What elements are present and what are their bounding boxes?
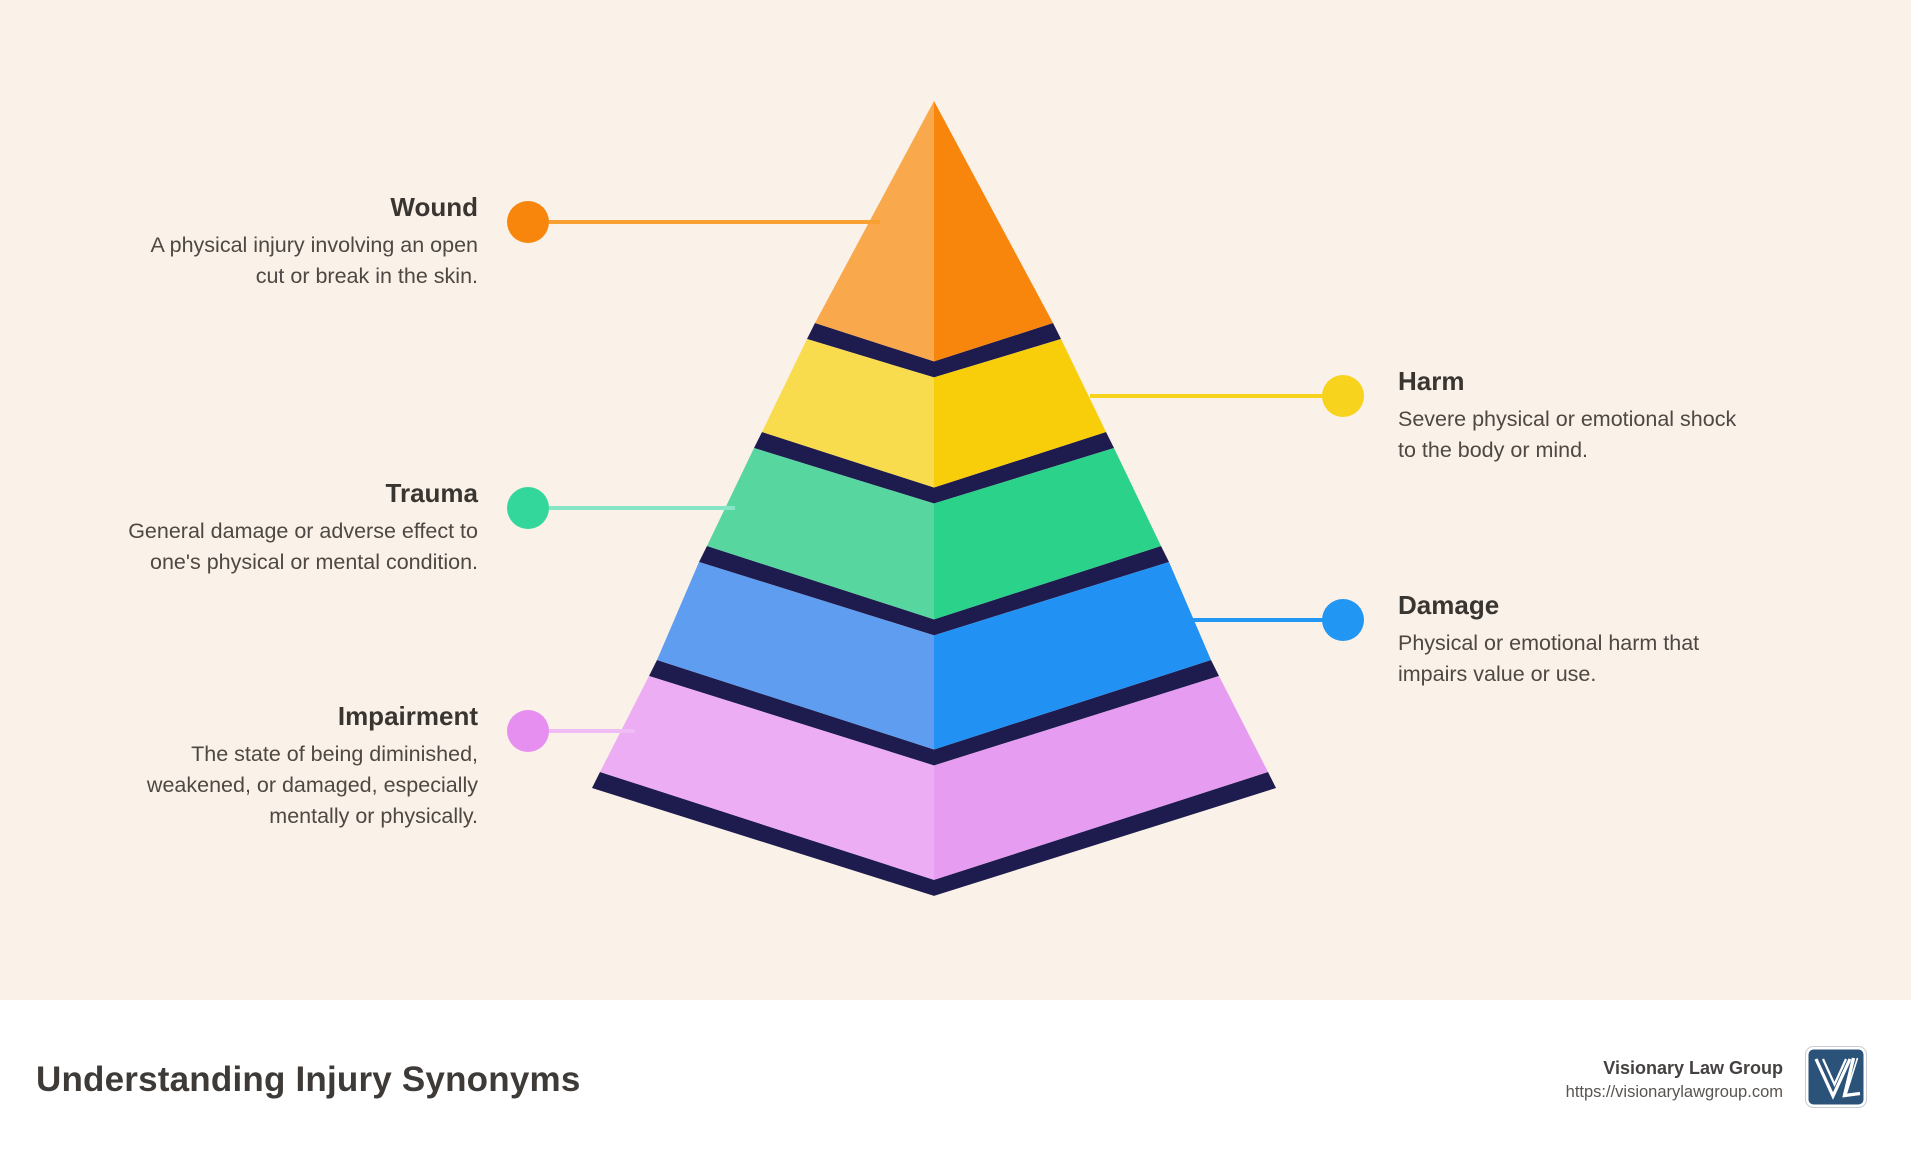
brand-url: https://visionarylawgroup.com [1565,1083,1783,1102]
entry-impairment-description: The state of being diminished, weakened,… [146,741,478,828]
entry-impairment: Impairment The state of being diminished… [118,701,478,832]
entry-wound-title: Wound [390,192,478,222]
page-title: Understanding Injury Synonyms [36,1060,581,1099]
entry-damage-description: Physical or emotional harm that impairs … [1398,630,1700,686]
entry-harm: Harm Severe physical or emotional shock … [1398,366,1738,466]
wound-marker-dot [507,201,549,243]
entry-impairment-title: Impairment [337,701,478,731]
entry-harm-description: Severe physical or emotional shock to th… [1398,406,1737,462]
pyramid-diagram [528,101,1343,896]
footer-bar: Understanding Injury Synonyms Visionary … [0,1000,1911,1160]
entry-trauma: Trauma General damage or adverse effect … [118,478,479,578]
entry-wound-description: A physical injury involving an open cut … [150,232,478,288]
entry-harm-title: Harm [1398,366,1465,396]
entry-damage-title: Damage [1398,590,1500,620]
entry-trauma-title: Trauma [385,478,479,508]
entry-trauma-description: General damage or adverse effect to one'… [128,518,478,574]
trauma-marker-dot [507,487,549,529]
brand-block: Visionary Law Group https://visionarylaw… [1566,1055,1783,1105]
entry-damage: Damage Physical or emotional harm that i… [1398,590,1738,690]
brand-logo-vl-icon [1805,1046,1867,1108]
impairment-marker-dot [507,710,549,752]
damage-marker-dot [1322,599,1364,641]
brand-name: Visionary Law Group [1603,1057,1783,1078]
harm-marker-dot [1322,375,1364,417]
entry-wound: Wound A physical injury involving an ope… [118,192,478,292]
